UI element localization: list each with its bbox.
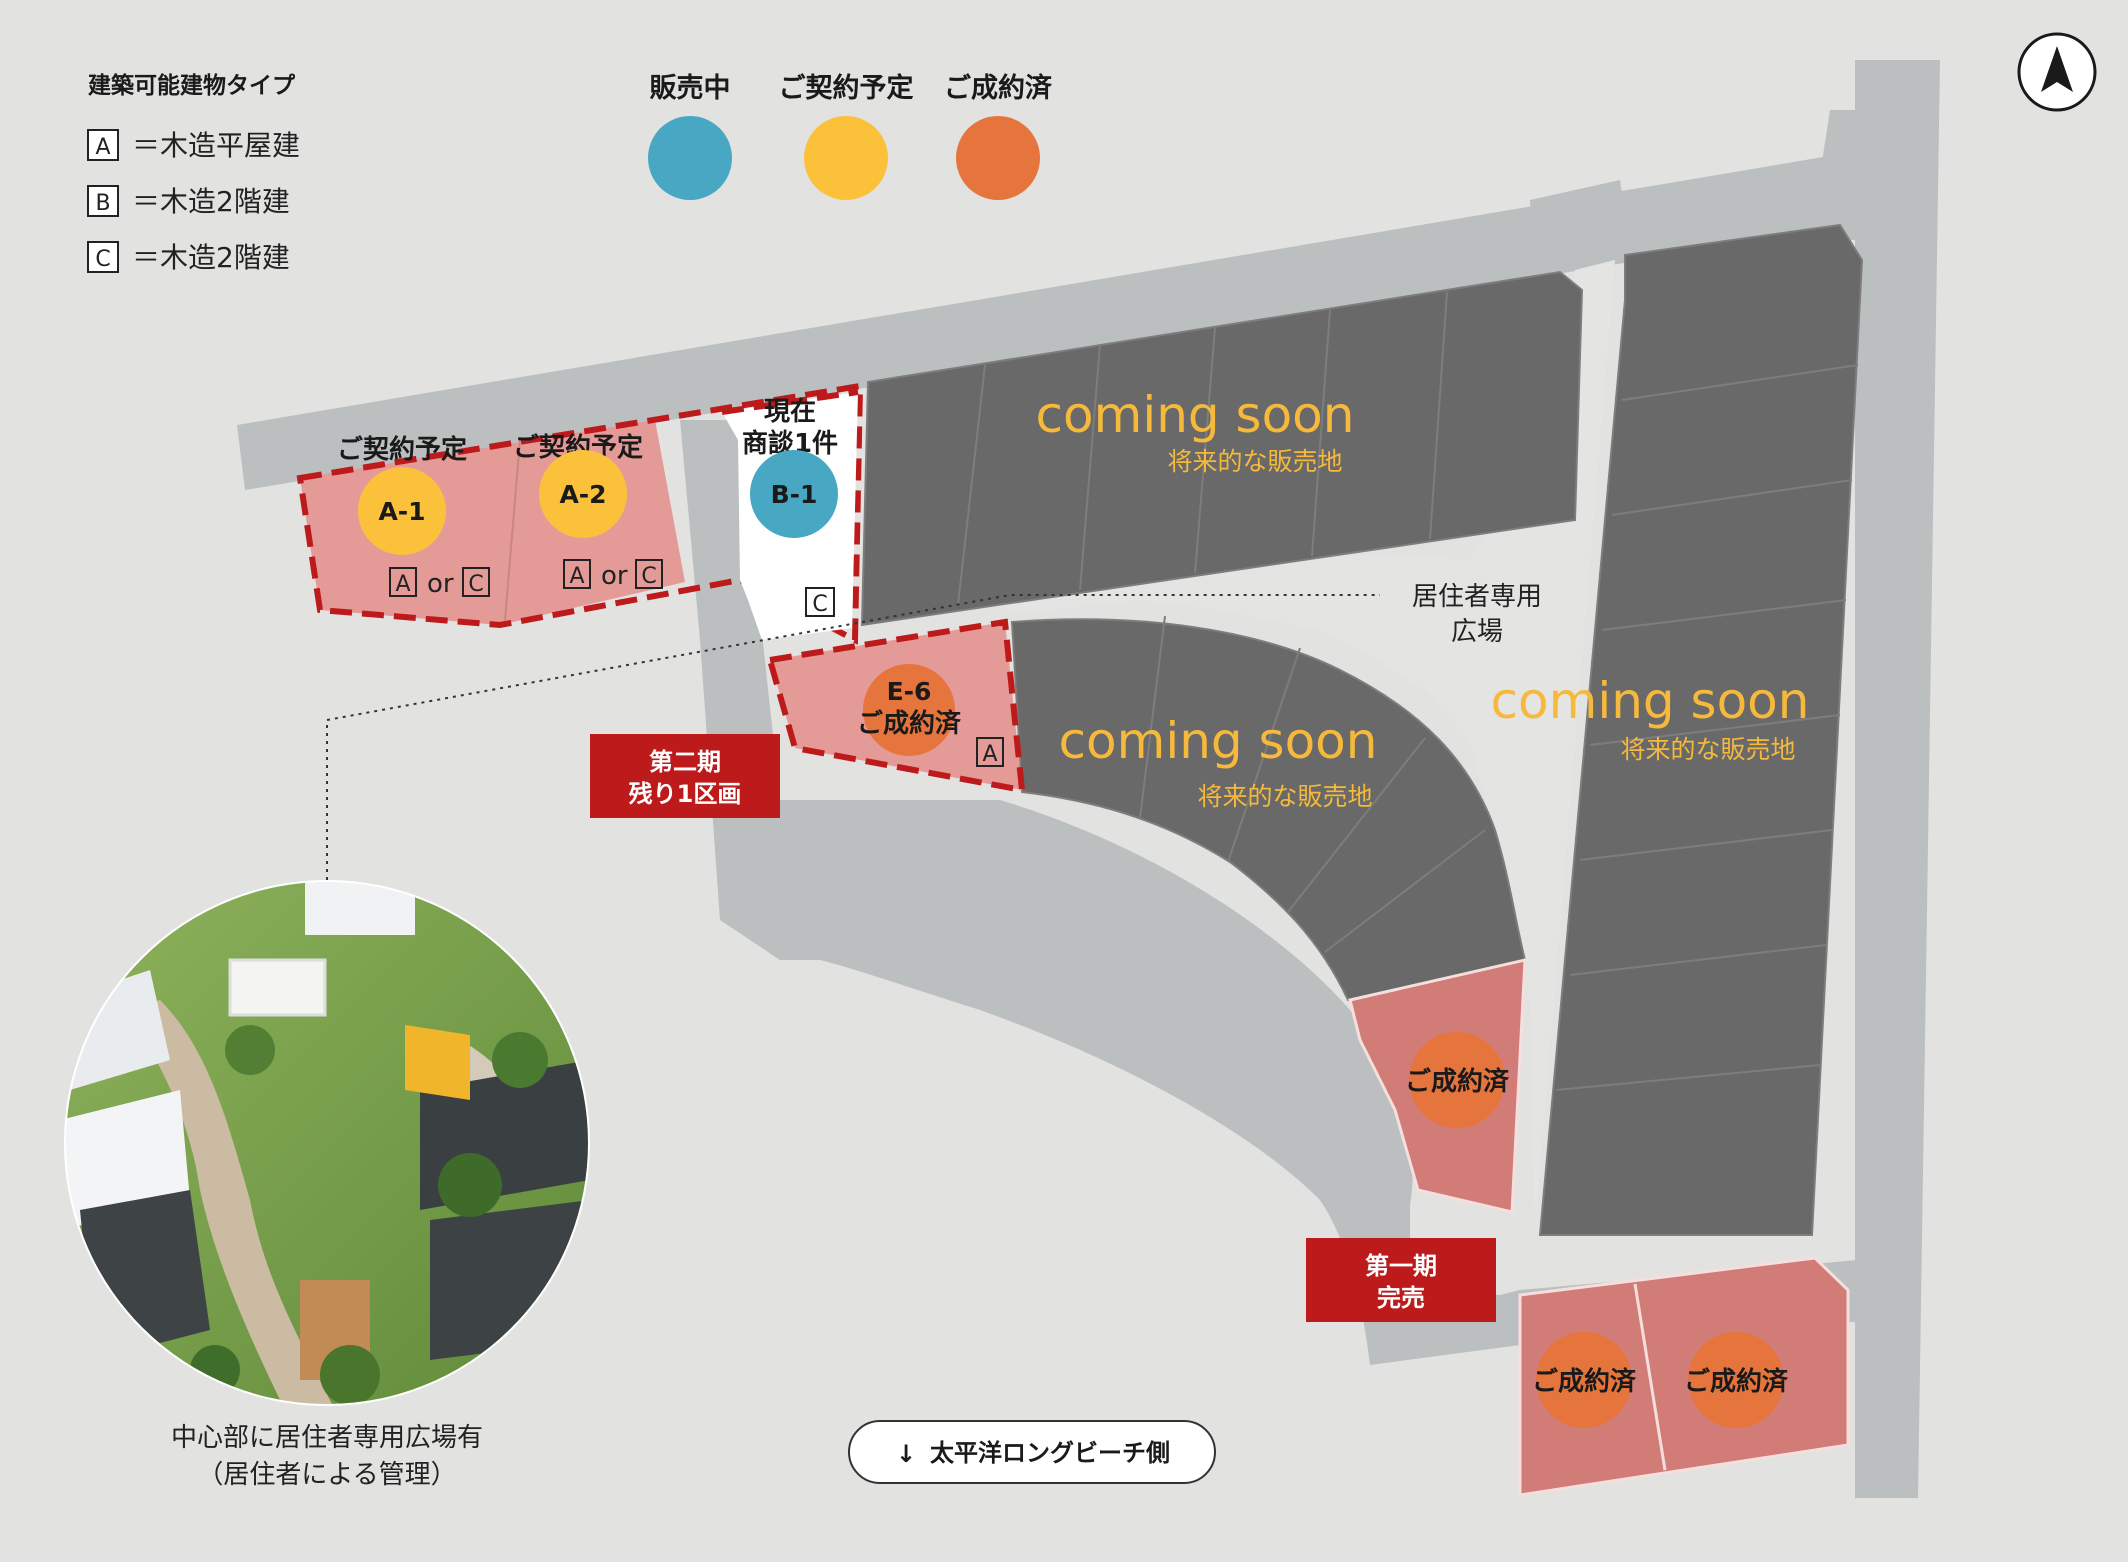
lot-b1-id: B-1 [771, 480, 818, 509]
legend-item-a: A ＝木造平屋建 [87, 129, 300, 162]
status-dot-reserved [804, 116, 888, 200]
photo-caption-line2: （居住者による管理） [197, 1460, 456, 1490]
coming-soon-sub: 将来的な販売地 [1197, 782, 1372, 811]
phase1-badge: 第一期 完売 [1306, 1238, 1496, 1322]
legend-key: A [95, 135, 110, 160]
lot-a2-dot [539, 450, 627, 538]
plaza-label-line1: 居住者専用 [1412, 582, 1542, 612]
lot-a1-dot [358, 467, 446, 555]
lot-a2-type-a: A [569, 564, 584, 589]
phase1-line1: 第一期 [1365, 1252, 1437, 1280]
lot-a1-type-a: A [395, 572, 410, 597]
building-type-legend: 建築可能建物タイプ A ＝木造平屋建 B ＝木造2階建 C ＝木造2階建 [87, 72, 300, 274]
plaza-label-line2: 広場 [1451, 617, 1503, 647]
lot-a1-or: or [427, 569, 454, 599]
beach-direction-label: 太平洋ロングビーチ側 [930, 1439, 1170, 1467]
road-north [237, 155, 1855, 490]
legend-key: B [95, 191, 110, 216]
phase2-line2: 残り1区画 [629, 780, 742, 808]
lot-sold-bottom-left[interactable]: ご成約済 [1532, 1332, 1637, 1428]
legend-key: C [95, 247, 110, 272]
legend-label: ＝木造平屋建 [132, 129, 300, 162]
road-east-joint [1810, 110, 1860, 240]
lot-a1-type-c: C [468, 572, 483, 597]
lot-a2-id: A-2 [559, 480, 606, 509]
legend-label: ＝木造2階建 [132, 241, 290, 274]
lot-a2-or: or [601, 561, 628, 591]
lot-a1-id: A-1 [378, 497, 425, 526]
lot-sold-bottom-left-dot [1536, 1332, 1632, 1428]
lot-b1-dot [750, 450, 838, 538]
coming-soon-sub: 将来的な販売地 [1167, 447, 1342, 476]
lot-sold-bottom-right-dot [1688, 1332, 1784, 1428]
plaza-label: 居住者専用 広場 [1412, 582, 1542, 647]
lot-b1-type: C [812, 592, 827, 617]
photo-caption-line1: 中心部に居住者専用広場有 [171, 1423, 483, 1453]
legend-item-b: B ＝木造2階建 [87, 185, 290, 218]
status-label-reserved: ご契約予定 [779, 72, 914, 104]
legend-label: ＝木造2階建 [132, 185, 290, 218]
legend-item-c: C ＝木造2階建 [87, 241, 290, 274]
coming-soon-sub: 将来的な販売地 [1620, 735, 1795, 764]
beach-direction-button[interactable]: ↓ 太平洋ロングビーチ側 [848, 1420, 1216, 1484]
lot-sold-right-dot [1409, 1032, 1505, 1128]
plaza-photo [64, 880, 590, 1406]
coming-soon-east: coming soon 将来的な販売地 [1491, 672, 1810, 764]
lot-b1[interactable]: 現在 商談1件 B-1 C [742, 397, 838, 617]
coming-soon-label: coming soon [1491, 672, 1810, 730]
road-east [1855, 60, 1940, 1498]
coming-soon-curved: coming soon 将来的な販売地 [1059, 712, 1378, 811]
phase2-badge: 第二期 残り1区画 [590, 734, 780, 818]
status-label-available: 販売中 [650, 73, 731, 104]
down-arrow-icon: ↓ [896, 1440, 916, 1468]
lot-sold-bottom-right[interactable]: ご成約済 [1684, 1332, 1789, 1428]
status-label-sold: ご成約済 [944, 72, 1053, 104]
roads [237, 60, 1940, 1498]
coming-soon-label: coming soon [1059, 712, 1378, 770]
lot-e6-status: ご成約済 [857, 708, 962, 739]
road-north-east-strip [1530, 180, 1630, 265]
lot-sold-right-status: ご成約済 [1405, 1066, 1510, 1097]
lot-e6[interactable]: E-6 ご成約済 A [857, 664, 1004, 767]
status-dot-sold [956, 116, 1040, 200]
coming-soon-north: coming soon 将来的な販売地 [1036, 386, 1355, 476]
coming-soon-label: coming soon [1036, 386, 1355, 444]
phase2-line1: 第二期 [649, 748, 721, 776]
lot-a2-type-c: C [641, 564, 656, 589]
lot-sold-right[interactable]: ご成約済 [1405, 1032, 1510, 1128]
legend-title: 建築可能建物タイプ [88, 72, 296, 99]
road-curve [700, 615, 1880, 1365]
future-lots-east [1538, 223, 1864, 1236]
lot-a1[interactable]: ご契約予定 A-1 A or C [337, 434, 490, 599]
future-lots-curved [1010, 615, 1527, 1002]
lot-sold-bottom-right-status: ご成約済 [1684, 1366, 1789, 1397]
plaza-area [990, 260, 1615, 1230]
lot-sold-bottom-area [1518, 1256, 1850, 1497]
north-arrow-icon [2017, 32, 2097, 112]
lot-a1-status: ご契約予定 [337, 434, 467, 465]
lot-e6-dot [863, 664, 955, 756]
lot-e6-id: E-6 [887, 677, 932, 706]
lot-sold-bottom-left-status: ご成約済 [1532, 1366, 1637, 1397]
lot-a2[interactable]: ご契約予定 A-2 A or C [513, 432, 663, 591]
status-dot-available [648, 116, 732, 200]
plaza-pointer-line [326, 594, 1380, 880]
future-lots-north [860, 270, 1584, 627]
phase1-line2: 完売 [1377, 1284, 1425, 1312]
status-legend: 販売中 ご契約予定 ご成約済 [648, 72, 1053, 200]
lot-b1-status-line1: 現在 [764, 397, 816, 427]
lot-e6-type: A [982, 742, 997, 767]
